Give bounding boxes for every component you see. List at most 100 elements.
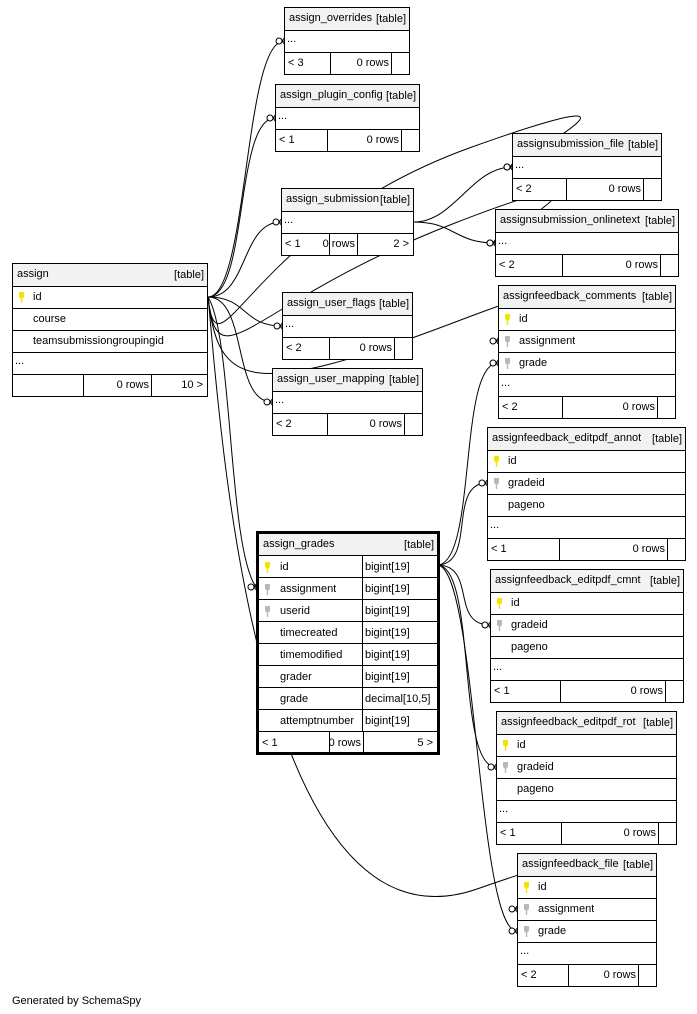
footer-parents: < 1 (491, 544, 507, 555)
more-columns: ... (498, 236, 508, 247)
column-divider (362, 556, 363, 578)
footer-divider (562, 396, 563, 418)
footer-parents: < 1 (262, 738, 278, 749)
row-divider (497, 800, 676, 801)
table-header-bg (513, 134, 661, 156)
footer-children: 5 > (417, 738, 433, 749)
primary-key-icon (494, 456, 499, 467)
row-divider (518, 942, 656, 943)
column-id: id (280, 562, 289, 573)
table-name: assignfeedback_comments (503, 291, 637, 302)
table-header-bg (285, 8, 409, 30)
crows-foot-marker (272, 217, 283, 227)
primary-key-icon (19, 292, 24, 303)
row-divider (496, 254, 678, 255)
table-assignsubmission-onlinetext[interactable]: assignsubmission_onlinetext[table]...< 2… (495, 209, 679, 277)
row-divider (13, 330, 207, 331)
foreign-key-icon (497, 620, 502, 631)
column-type: bigint[19] (365, 584, 410, 595)
footer-divider (561, 822, 562, 844)
footer-divider (83, 374, 84, 396)
row-divider (491, 680, 683, 681)
row-divider (259, 577, 437, 578)
column-divider (362, 600, 363, 622)
table-name: assign_plugin_config (280, 90, 383, 101)
column-grade: grade (519, 358, 548, 369)
footer-divider (560, 680, 561, 702)
footer-divider (667, 538, 668, 560)
row-divider (488, 516, 685, 517)
column-teamsubmissiongroupingid: teamsubmissiongroupingid (33, 336, 164, 347)
column-id: id (519, 314, 528, 325)
more-columns: ... (275, 395, 285, 406)
column-id: id (511, 598, 520, 609)
column-pageno: pageno (508, 500, 545, 511)
row-divider (282, 211, 413, 212)
table-type-tag: [table] (623, 860, 653, 871)
table-header-bg (488, 428, 685, 450)
generated-by-footer: Generated by SchemaSpy (12, 995, 142, 1007)
relationship-assignfeedback-editpdf-rot (436, 564, 497, 768)
table-name: assignsubmission_onlinetext (500, 215, 641, 226)
table-name: assign_overrides (289, 13, 373, 24)
column-grade: grade (280, 694, 309, 705)
row-divider (273, 391, 422, 392)
foreign-key-icon (524, 926, 529, 937)
column-id: id (517, 740, 526, 751)
table-name: assign_grades (263, 539, 335, 550)
table-name: assignsubmission_file (517, 139, 624, 150)
more-columns: ... (284, 215, 294, 226)
footer-divider (357, 233, 358, 255)
footer-row-count: 0 rows (622, 402, 655, 413)
more-columns: ... (499, 804, 509, 815)
footer-divider (566, 178, 567, 200)
row-divider (488, 472, 685, 473)
column-grade: grade (538, 926, 567, 937)
footer-divider (638, 964, 639, 986)
footer-divider (329, 337, 330, 359)
table-header-bg (273, 369, 422, 391)
table-header-bg (497, 712, 676, 734)
footer-parents: < 2 (276, 419, 292, 430)
row-divider (283, 337, 412, 338)
row-divider (518, 920, 656, 921)
more-columns: ... (493, 662, 503, 673)
footer-divider (330, 52, 331, 74)
column-divider (362, 688, 363, 710)
more-columns: ... (501, 378, 511, 389)
crows-foot-marker (263, 397, 274, 407)
table-header-bg (518, 854, 656, 876)
row-divider (499, 374, 675, 375)
footer-parents: < 2 (521, 970, 537, 981)
foreign-key-icon (503, 762, 508, 773)
footer-divider (643, 178, 644, 200)
row-divider (499, 308, 675, 309)
row-divider (488, 494, 685, 495)
foreign-key-icon (265, 584, 270, 595)
footer-parents: < 3 (288, 58, 304, 69)
footer-divider (391, 52, 392, 74)
crows-foot-marker (508, 904, 519, 914)
table-name: assignfeedback_editpdf_cmnt (495, 575, 641, 586)
primary-key-icon (505, 314, 510, 325)
footer-divider (562, 254, 563, 276)
row-divider (13, 374, 207, 375)
row-divider (13, 286, 207, 287)
column-course: course (33, 314, 67, 325)
table-header-bg (276, 85, 419, 107)
footer-row-count: 0 rows (328, 738, 361, 749)
table-name: assignfeedback_editpdf_annot (492, 433, 642, 444)
